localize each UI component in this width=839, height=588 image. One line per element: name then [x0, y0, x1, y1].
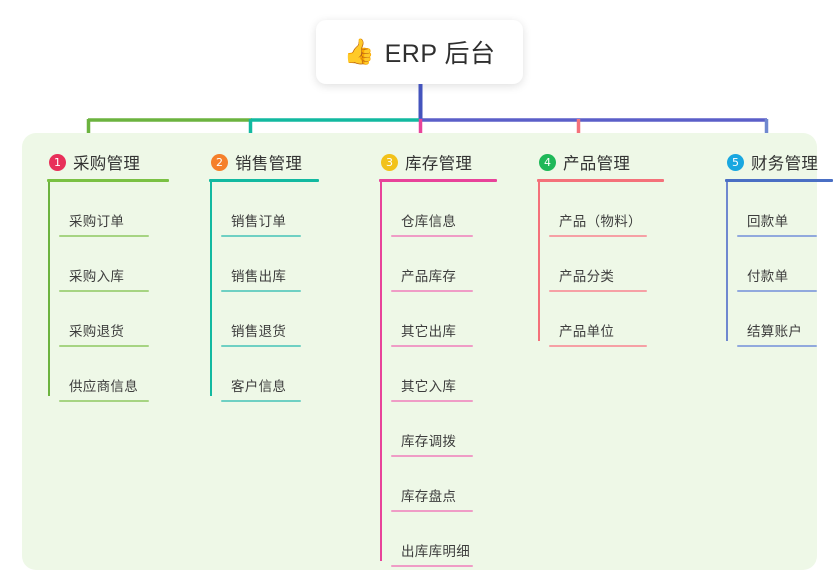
branch-column-3: 3 库存管理仓库信息产品库存其它出库其它入库库存调拨库存盘点出库库明细	[379, 133, 497, 567]
branch-header-rule-5	[725, 179, 833, 182]
leaf-label: 产品单位	[559, 324, 615, 339]
branch-title-5: 财务管理	[751, 155, 819, 173]
leaf-label: 销售出库	[231, 269, 287, 284]
leaf-item[interactable]: 供应商信息	[47, 347, 169, 402]
branch-header-5[interactable]: 5 财务管理	[725, 145, 833, 179]
leaf-label: 付款单	[747, 269, 789, 284]
branch-trunk-5	[726, 182, 728, 341]
leaf-item[interactable]: 产品库存	[379, 237, 497, 292]
branch-badge-1: 1	[49, 153, 66, 171]
leaf-label: 采购订单	[69, 214, 125, 229]
branch-column-2: 2 销售管理销售订单销售出库销售退货客户信息	[209, 133, 319, 402]
leaf-label: 销售退货	[231, 324, 287, 339]
leaf-label: 结算账户	[747, 324, 803, 339]
root-node-title: ERP 后台	[384, 40, 496, 68]
branch-title-4: 产品管理	[563, 155, 631, 173]
diagram-panel: 1 采购管理采购订单采购入库采购退货供应商信息 2 销售管理销售订单销售出库销售退货客…	[22, 133, 833, 570]
leaf-rule	[59, 235, 149, 237]
branch-column-1: 1 采购管理采购订单采购入库采购退货供应商信息	[47, 133, 169, 402]
branch-badge-4: 4	[539, 153, 556, 171]
leaf-rule	[549, 345, 647, 347]
branch-column-4: 4 产品管理产品（物料） 产品分类产品单位	[537, 133, 664, 347]
leaf-label: 出库库明细	[401, 544, 470, 559]
leaf-item[interactable]: 客户信息	[209, 347, 319, 402]
leaf-item[interactable]: 其它入库	[379, 347, 497, 402]
branch-title-1: 采购管理	[73, 155, 141, 173]
branch-badge-3: 3	[381, 153, 398, 171]
leaf-label: 产品（物料）	[559, 214, 642, 229]
branch-header-rule-1	[47, 179, 169, 182]
leaf-item[interactable]: 产品单位	[537, 292, 664, 347]
leaf-item[interactable]: 采购入库	[47, 237, 169, 292]
leaf-rule	[59, 400, 149, 402]
leaf-label: 客户信息	[231, 379, 287, 394]
branch-header-2[interactable]: 2 销售管理	[209, 145, 319, 179]
leaf-label: 仓库信息	[401, 214, 457, 229]
leaf-label: 供应商信息	[69, 379, 138, 394]
branch-column-5: 5 财务管理回款单付款单结算账户	[725, 133, 833, 347]
leaf-rule	[391, 290, 473, 292]
branch-badge-2: 2	[211, 153, 228, 171]
leaf-rule	[221, 235, 301, 237]
leaf-item[interactable]: 销售退货	[209, 292, 319, 347]
leaf-label: 回款单	[747, 214, 789, 229]
leaf-rule	[549, 235, 647, 237]
leaf-item[interactable]: 销售订单	[209, 182, 319, 237]
branch-trunk-4	[538, 182, 540, 341]
branch-badge-5: 5	[727, 153, 744, 171]
leaf-label: 采购入库	[69, 269, 125, 284]
leaf-rule	[391, 455, 473, 457]
leaf-label: 其它出库	[401, 324, 457, 339]
leaf-label: 其它入库	[401, 379, 457, 394]
branch-title-2: 销售管理	[235, 155, 303, 173]
leaf-rule	[391, 565, 473, 567]
leaf-label: 产品库存	[401, 269, 457, 284]
branch-title-3: 库存管理	[405, 155, 473, 173]
branch-trunk-2	[210, 182, 212, 396]
leaf-label: 库存盘点	[401, 489, 457, 504]
leaf-rule	[549, 290, 647, 292]
branch-header-rule-2	[209, 179, 319, 182]
leaf-label: 库存调拨	[401, 434, 457, 449]
leaf-rule	[737, 345, 817, 347]
leaf-label: 销售订单	[231, 214, 287, 229]
leaf-item[interactable]: 回款单	[725, 182, 833, 237]
leaf-label: 采购退货	[69, 324, 125, 339]
branch-header-rule-3	[379, 179, 497, 182]
branch-trunk-1	[48, 182, 50, 396]
leaf-rule	[391, 235, 473, 237]
leaf-rule	[391, 400, 473, 402]
thumbs-up-icon: 👍	[343, 37, 375, 66]
branch-header-4[interactable]: 4 产品管理	[537, 145, 664, 179]
leaf-rule	[59, 345, 149, 347]
leaf-rule	[221, 400, 301, 402]
leaf-item[interactable]: 出库库明细	[379, 512, 497, 567]
leaf-item[interactable]: 仓库信息	[379, 182, 497, 237]
branch-header-3[interactable]: 3 库存管理	[379, 145, 497, 179]
leaf-item[interactable]: 销售出库	[209, 237, 319, 292]
leaf-item[interactable]: 付款单	[725, 237, 833, 292]
leaf-rule	[221, 345, 301, 347]
leaf-rule	[59, 290, 149, 292]
branch-trunk-3	[380, 182, 382, 561]
leaf-item[interactable]: 结算账户	[725, 292, 833, 347]
leaf-rule	[737, 235, 817, 237]
leaf-item[interactable]: 库存盘点	[379, 457, 497, 512]
leaf-item[interactable]: 采购订单	[47, 182, 169, 237]
leaf-item[interactable]: 库存调拨	[379, 402, 497, 457]
leaf-rule	[221, 290, 301, 292]
leaf-rule	[391, 345, 473, 347]
leaf-label: 产品分类	[559, 269, 615, 284]
leaf-item[interactable]: 其它出库	[379, 292, 497, 347]
leaf-item[interactable]: 产品分类	[537, 237, 664, 292]
leaf-rule	[737, 290, 817, 292]
leaf-item[interactable]: 采购退货	[47, 292, 169, 347]
leaf-item[interactable]: 产品（物料）	[537, 182, 664, 237]
leaf-rule	[391, 510, 473, 512]
branch-header-1[interactable]: 1 采购管理	[47, 145, 169, 179]
root-node[interactable]: 👍 ERP 后台	[316, 20, 523, 84]
branch-header-rule-4	[537, 179, 664, 182]
